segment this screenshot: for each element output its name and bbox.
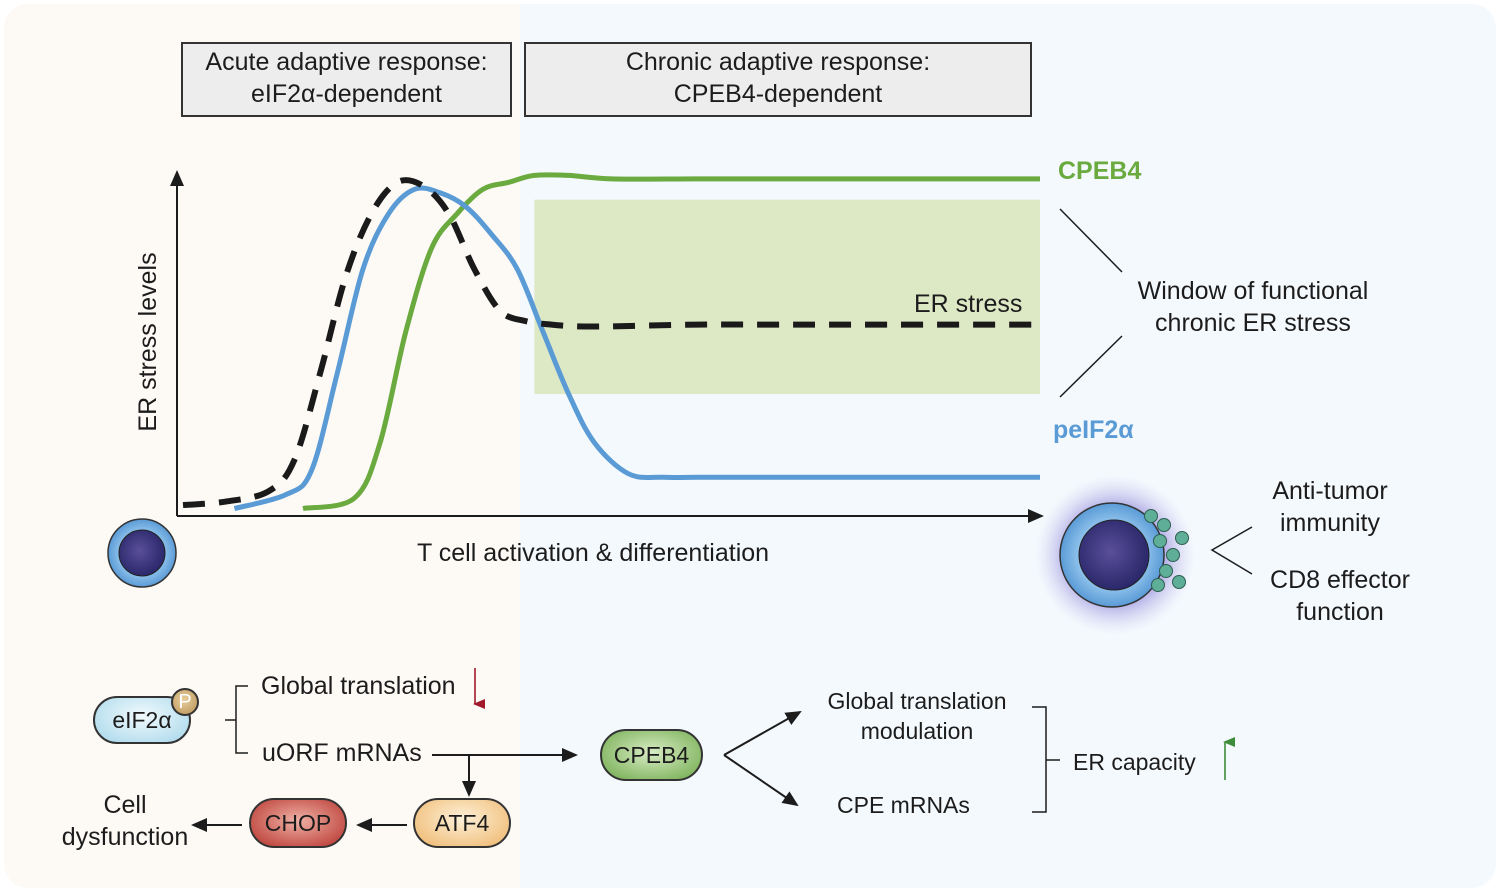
series-line-er-stress — [182, 177, 1040, 509]
er-stress-series-label: ER stress — [914, 290, 1023, 318]
acute-phase-title: Acute adaptive response: — [205, 48, 488, 76]
cpeb4-node-label: CPEB4 — [613, 741, 690, 768]
gtm-line1: Global translation — [827, 688, 1007, 714]
outcome2-line1: CD8 effector — [1270, 566, 1410, 594]
window-annotation-line1: Window of functional — [1137, 277, 1369, 305]
outcome2-line2: function — [1296, 598, 1384, 626]
uorf-mrnas-label: uORF mRNAs — [262, 739, 422, 767]
window-annotation-line2: chronic ER stress — [1155, 309, 1351, 337]
eif2a-node-label: eIF2α — [112, 706, 172, 733]
chop-node-label: CHOP — [264, 809, 332, 836]
outcome-anti-tumor: Anti-tumor immunity — [1250, 475, 1410, 539]
acute-phase-box: Acute adaptive response: eIF2α-dependent — [181, 42, 512, 117]
cpeb4-to-cpe-arrow — [723, 754, 799, 807]
naive-t-cell-icon — [107, 518, 177, 588]
chronic-phase-title: Chronic adaptive response: — [625, 48, 931, 76]
x-axis-label: T cell activation & differentiation — [417, 539, 770, 567]
chronic-phase-subtitle: CPEB4-dependent — [673, 80, 883, 108]
acute-phase-background — [4, 4, 520, 888]
global-translation-label: Global translation — [261, 672, 456, 700]
outcome1-line1: Anti-tumor — [1272, 477, 1388, 505]
er-capacity-label: ER capacity — [1073, 749, 1196, 775]
window-pointer-top — [1059, 208, 1123, 273]
atf4-node: ATF4 — [413, 798, 511, 848]
global-translation-modulation-label: Global translation modulation — [813, 686, 1021, 746]
effector-t-cell-icon — [1035, 475, 1195, 635]
atf4-node-label: ATF4 — [434, 809, 490, 836]
cpeb4-node: CPEB4 — [600, 729, 703, 781]
window-pointer-bottom — [1059, 335, 1123, 398]
eif2a-node: eIF2α — [93, 696, 191, 744]
cell-dysfunction-line2: dysfunction — [61, 823, 189, 851]
cpeb4-to-gtm-arrow — [723, 711, 802, 756]
phosphate-label: P — [178, 690, 192, 713]
peif2a-series-label: peIF2α — [1053, 416, 1134, 444]
outcome1-line2: immunity — [1279, 509, 1380, 537]
er-capacity-bracket — [1032, 706, 1047, 813]
granules-icon — [1144, 509, 1189, 592]
series-line-peif2- — [233, 185, 1040, 511]
functional-window-region — [534, 199, 1040, 395]
outcome-cd8-effector: CD8 effector function — [1255, 564, 1425, 628]
cell-dysfunction-line1: Cell — [103, 791, 147, 819]
window-annotation: Window of functional chronic ER stress — [1125, 275, 1381, 339]
cell-dysfunction-label: Cell dysfunction — [60, 789, 190, 853]
chop-node: CHOP — [249, 798, 347, 848]
eif2a-bracket — [235, 685, 248, 754]
phosphate-icon: P — [171, 688, 199, 716]
cpeb4-series-label: CPEB4 — [1058, 157, 1142, 185]
acute-phase-subtitle: eIF2α-dependent — [251, 80, 442, 108]
y-axis-label: ER stress levels — [134, 252, 162, 432]
outcome-bracket — [1210, 526, 1253, 575]
series-line-cpeb4 — [302, 172, 1040, 512]
chronic-phase-box: Chronic adaptive response: CPEB4-depende… — [524, 42, 1032, 117]
cpe-mrnas-label: CPE mRNAs — [837, 792, 970, 818]
gtm-line2: modulation — [860, 718, 974, 744]
